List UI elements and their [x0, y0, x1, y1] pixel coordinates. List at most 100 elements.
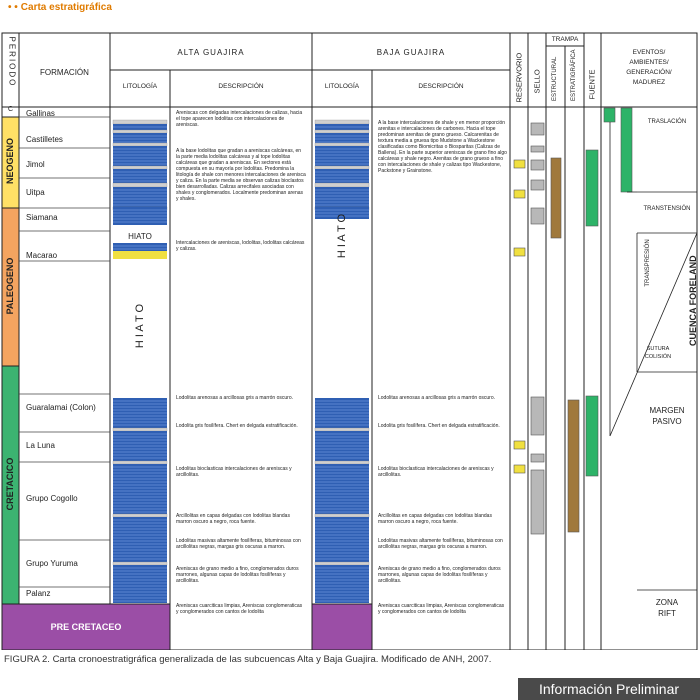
seal-box	[530, 453, 545, 463]
formation-siamana: Siamana	[26, 213, 58, 222]
period-pre-cretaceo	[1, 603, 171, 650]
lithology-block	[315, 464, 369, 514]
period-label-cretacico: CRETACICO	[5, 457, 15, 511]
lithology-shale	[112, 513, 168, 518]
event-transpresion: TRANSPRESIÓN	[645, 239, 651, 287]
formation-uitpa: Uitpa	[26, 188, 45, 197]
seal-box	[530, 179, 545, 191]
col-eventos: EVENTOS/ AMBIENTES/ GENERACIÓN/ MADUREZ	[626, 49, 672, 86]
lithology-block	[113, 243, 167, 251]
lithology-shale	[112, 561, 168, 566]
lithology-shale	[112, 165, 168, 170]
lithology-shale	[314, 427, 370, 432]
seal-box	[530, 469, 545, 535]
desc-baja: Lodolitas bioclasticas intercalaciones d…	[378, 466, 494, 478]
desc-alta: Arcillolitas en capas delgadas con lodol…	[176, 513, 290, 525]
seal-box	[530, 159, 545, 171]
lithology-alta	[112, 119, 168, 603]
desc-alta: Lodolitas arenosas a arcillosas gris a m…	[176, 395, 293, 401]
hiato-label-alta: H I A T O	[134, 303, 146, 349]
hiato-label-baja: H I A T O	[336, 213, 348, 259]
col-trampa: TRAMPA	[551, 36, 579, 43]
lithology-block	[315, 517, 369, 562]
event-bar	[620, 107, 633, 193]
baja-pre-cretaceo	[311, 603, 373, 650]
lithology-block	[315, 169, 369, 183]
reservoir-box	[513, 464, 526, 474]
col-descripcion-alta: DESCRIPCIÓN	[218, 83, 264, 90]
col-litologia-baja: LITOLOGÍA	[324, 83, 360, 90]
lithology-shale	[314, 182, 370, 188]
desc-alta: Areniscas de grano medio a fino, conglom…	[176, 566, 299, 584]
col-alta-guajira: ALTA GUAJIRA	[177, 48, 245, 57]
source-bar	[585, 395, 599, 477]
formation-castilletes: Castilletes	[26, 135, 63, 144]
formation-grupo-cogollo: Grupo Cogollo	[26, 494, 78, 503]
formation-gallinas: Gallinas	[26, 109, 55, 118]
lithology-shale	[112, 129, 168, 134]
trap-bar	[567, 399, 580, 533]
figure-caption: FIGURA 2. Carta cronoestratigráfica gene…	[4, 654, 492, 665]
col-estructural: ESTRUCTURAL	[552, 56, 558, 101]
lithology-shale	[314, 561, 370, 566]
period-label-paleogeno: PALEOGENO	[5, 257, 15, 315]
col-litologia-alta: LITOLOGÍA	[122, 83, 158, 90]
desc-alta: Lodolitas bioclasticas intercalaciones d…	[176, 466, 292, 478]
lithology-sand	[113, 251, 167, 259]
lithology-shale	[112, 119, 168, 125]
header-title: • •Carta estratigráfica	[8, 2, 112, 13]
reservoir-box	[513, 247, 526, 257]
reservoir-box	[513, 189, 526, 199]
desc-alta: Lodolita gris fosilífera. Chert en delga…	[176, 423, 298, 429]
lithology-shale	[314, 165, 370, 170]
period-label-neogeno: NEOGENO	[5, 138, 15, 185]
lithology-shale	[112, 460, 168, 465]
col-periodo: PERIODO	[7, 36, 17, 88]
desc-alta: Areniscas cuarciticas limpias, Areniscas…	[176, 603, 303, 615]
source-bar	[585, 149, 599, 227]
desc-alta: Intercalaciones de areniscas, lodolitas,…	[176, 240, 305, 252]
lithology-shale	[314, 142, 370, 147]
lithology-shale	[112, 182, 168, 188]
formation-jimol: Jimol	[26, 160, 45, 169]
stratigraphic-chart	[1, 32, 698, 650]
formation-palanz: Palanz	[26, 589, 51, 598]
event-traslacion: TRASLACIÓN	[647, 119, 687, 125]
col-estratigrafica: ESTRATIGRÁFICA	[571, 49, 577, 101]
formation-grupo-yuruma: Grupo Yuruma	[26, 559, 78, 568]
lithology-shale	[112, 142, 168, 147]
desc-baja: A la base intercalaciones de shale y en …	[378, 120, 507, 174]
desc-alta: Areniscas con delgadas intercalaciones d…	[176, 110, 303, 128]
seal-box	[530, 145, 545, 153]
formation-la-luna: La Luna	[26, 441, 55, 450]
desc-baja: Arcillolitas en capas delgadas con lodol…	[378, 513, 492, 525]
desc-baja: Areniscas cuarciticas limpias, Areniscas…	[378, 603, 505, 615]
formation-macarao: Macarao	[26, 251, 58, 260]
trap-bar	[550, 157, 562, 239]
lithology-block	[113, 565, 167, 603]
col-sello: SELLO	[532, 69, 542, 94]
desc-baja: Lodolita gris fosilífera. Chert en delga…	[378, 423, 500, 429]
desc-baja: Lodolitas masivas altamente fosilíferas,…	[378, 538, 503, 550]
event-zona-rift: ZONA RIFT	[655, 598, 679, 618]
desc-baja: Areniscas de grano medio a fino, conglom…	[378, 566, 501, 584]
lithology-block	[315, 133, 369, 143]
reservoir-box	[513, 440, 526, 450]
period-label-pre-cretaceo: PRE CRETACEO	[50, 622, 122, 632]
lithology-block	[113, 464, 167, 514]
formation-guaralamai: Guaralamai (Colon)	[26, 403, 96, 412]
lithology-block	[113, 169, 167, 183]
lithology-shale	[112, 427, 168, 432]
event-cuenca-foreland: CUENCA FORELAND	[688, 255, 698, 346]
col-descripcion-baja: DESCRIPCIÓN	[418, 83, 464, 90]
col-reservorio: RESERVORIO	[514, 52, 524, 103]
reservoir-box	[513, 159, 526, 169]
desc-baja: Lodolitas arenosas a arcillosas gris a m…	[378, 395, 495, 401]
hiato-label-alta-small: HIATO	[128, 232, 152, 241]
lithology-shale	[314, 129, 370, 134]
lithology-shale	[314, 460, 370, 465]
lithology-baja	[314, 119, 370, 603]
seal-box	[530, 207, 545, 225]
lithology-shale	[314, 513, 370, 518]
lithology-shale	[314, 119, 370, 125]
